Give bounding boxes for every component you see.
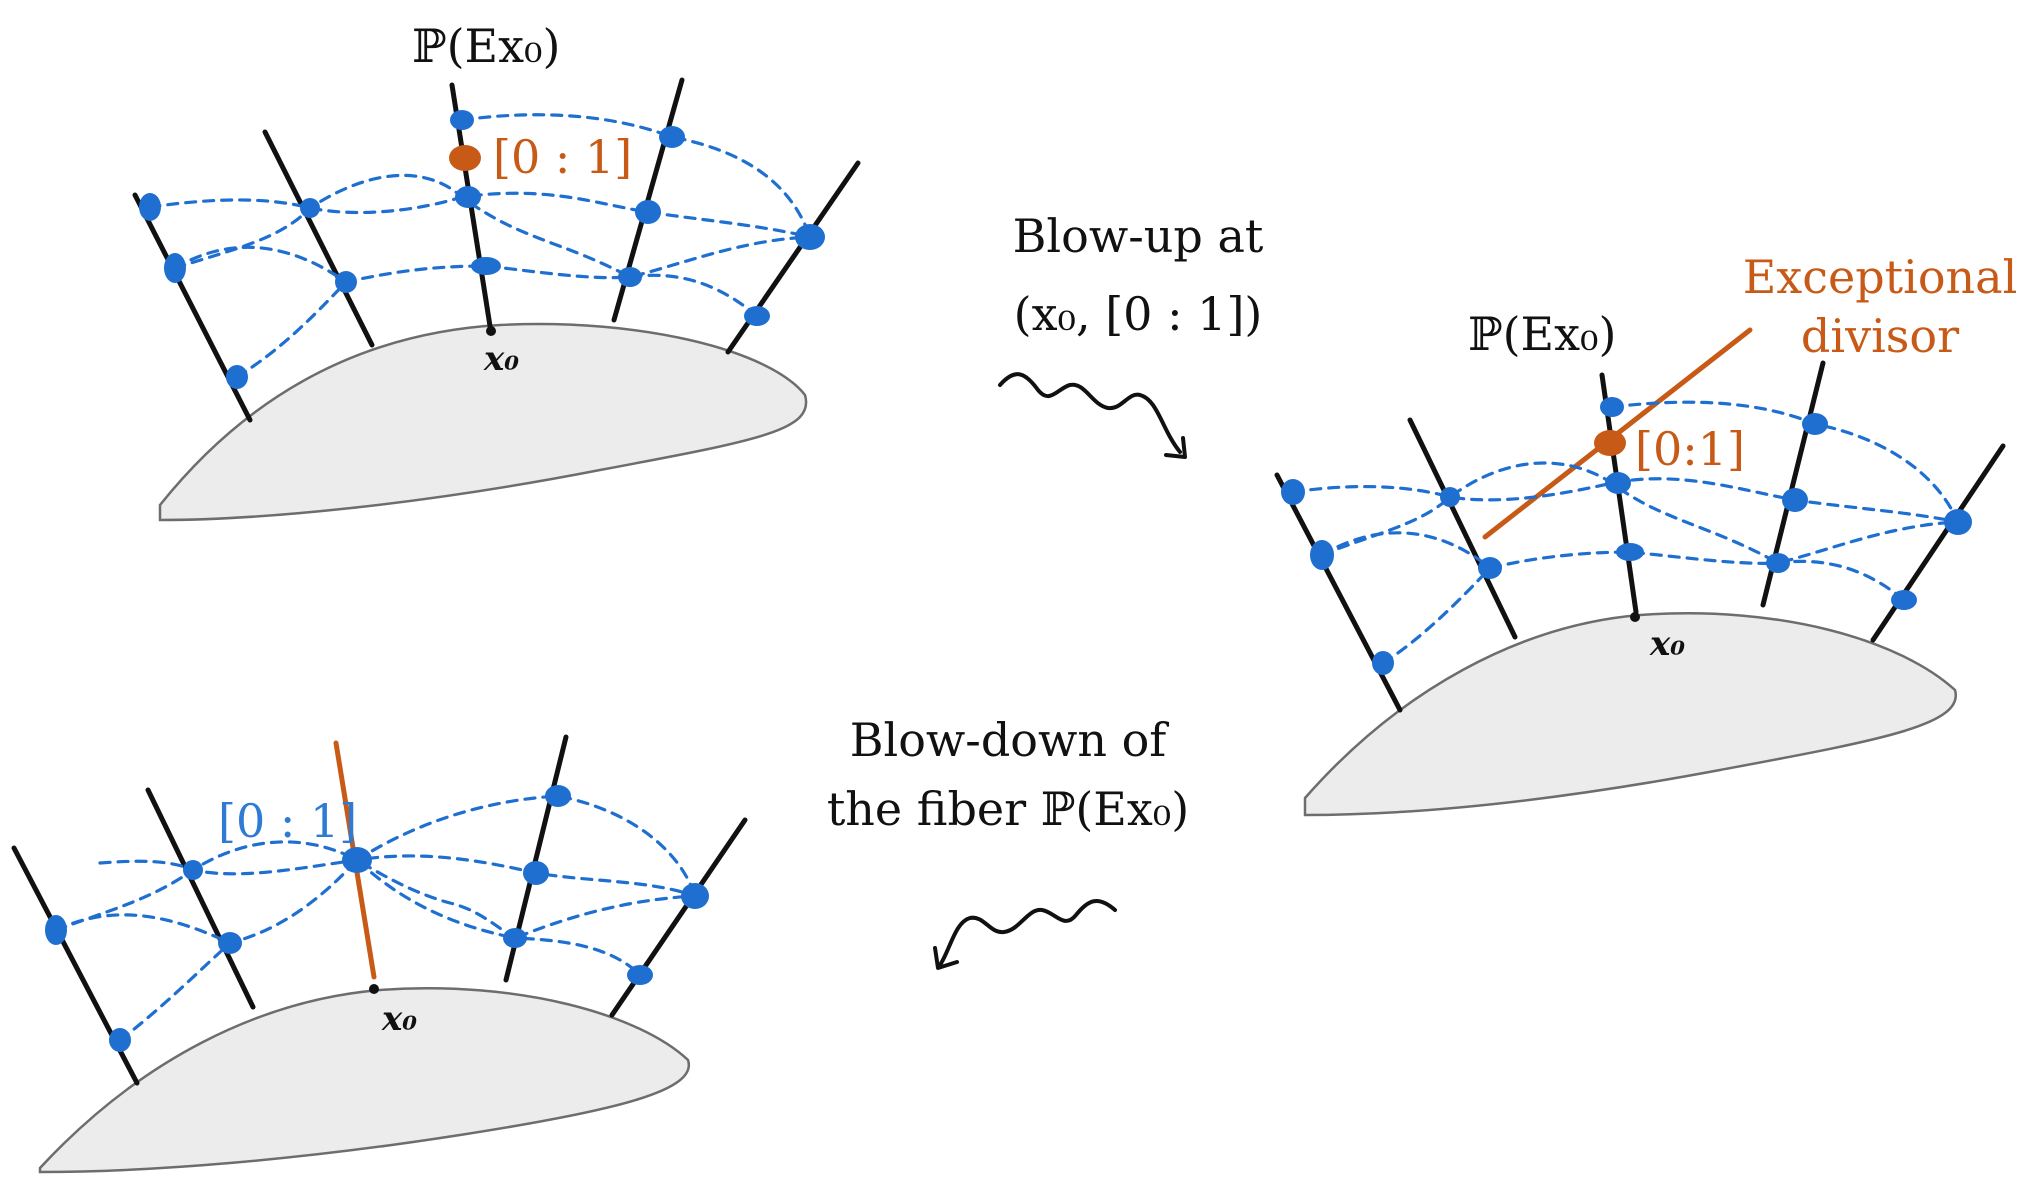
point-0-1-dot xyxy=(342,847,372,873)
point-0-1-dot xyxy=(1594,430,1626,456)
section-curve xyxy=(173,245,348,284)
section-dot xyxy=(109,1028,131,1052)
section-dot xyxy=(618,267,642,287)
section-dot xyxy=(164,253,186,283)
blow-down-arrow-icon xyxy=(938,899,1117,967)
section-curve xyxy=(235,264,759,379)
panel-blow-down: [0 : 1] x₀ xyxy=(11,734,748,1174)
fiber-line xyxy=(609,817,748,1018)
section-dot xyxy=(1478,557,1502,579)
point-label: [0 : 1] xyxy=(218,794,357,848)
section-dot xyxy=(1802,413,1828,435)
point-label: [0:1] xyxy=(1635,422,1745,476)
section-dot xyxy=(450,110,474,130)
section-curve xyxy=(1381,550,1906,665)
section-curve xyxy=(460,113,812,239)
section-dot xyxy=(471,257,501,275)
section-dot xyxy=(1372,651,1394,675)
section-dot xyxy=(45,915,67,945)
section-dot xyxy=(226,365,248,389)
blow-down-text-line1: Blow-down of xyxy=(850,713,1170,767)
fiber-label: ℙ(Ex₀) xyxy=(1468,307,1616,361)
point-0-1-dot xyxy=(449,145,481,171)
blow-up-text-line2: (x₀, [0 : 1]) xyxy=(1014,287,1263,341)
panel-original: ℙ(Ex₀) [0 : 1] x₀ xyxy=(132,19,861,522)
section-dot xyxy=(523,861,549,885)
section-dot xyxy=(1281,479,1305,505)
section-dot xyxy=(1600,397,1624,417)
blow-up-arrowhead-icon xyxy=(1164,436,1187,459)
section-dot xyxy=(627,965,653,985)
fiber-line xyxy=(1870,443,2006,643)
fiber-label: ℙ(Ex₀) xyxy=(412,19,560,73)
fiber-line xyxy=(262,129,375,348)
fiber-line xyxy=(1407,417,1518,640)
section-dot xyxy=(455,186,481,208)
section-dot xyxy=(635,200,661,224)
blow-down-arrowhead-icon xyxy=(933,946,959,970)
section-dot xyxy=(139,193,161,221)
panel-blow-up: ℙ(Ex₀) Exceptional divisor [0:1] x₀ xyxy=(1274,250,2018,817)
fiber-line xyxy=(145,787,256,1010)
section-dot xyxy=(1766,553,1790,573)
fiber-line xyxy=(725,160,861,355)
section-curve xyxy=(1291,477,1960,524)
section-curve xyxy=(355,794,697,898)
blow-down-caption: Blow-down of the fiber ℙ(Ex₀) xyxy=(827,713,1189,970)
section-dot xyxy=(1944,509,1972,535)
section-curve xyxy=(118,857,642,1042)
section-dot xyxy=(659,126,685,148)
section-dot xyxy=(218,932,242,954)
blow-up-text-line1: Blow-up at xyxy=(1013,209,1264,263)
base-surface xyxy=(158,322,808,522)
base-point-label: x₀ xyxy=(381,999,417,1039)
section-dot xyxy=(1605,472,1631,494)
section-dot xyxy=(503,928,527,948)
section-dot xyxy=(795,224,825,250)
base-point-x0 xyxy=(369,984,379,994)
section-dot xyxy=(1616,543,1644,561)
base-point-x0 xyxy=(1630,612,1640,622)
section-dot xyxy=(183,860,203,880)
section-curve xyxy=(1320,531,1492,570)
section-dot xyxy=(1310,540,1334,570)
base-point-x0 xyxy=(486,326,496,336)
section-dot xyxy=(335,271,357,293)
base-point-label: x₀ xyxy=(483,339,519,379)
base-surface xyxy=(1303,612,1958,817)
blow-up-caption: Blow-up at (x₀, [0 : 1]) xyxy=(998,209,1264,459)
exceptional-divisor-label-line2: divisor xyxy=(1801,309,1959,363)
base-point-label: x₀ xyxy=(1649,624,1685,664)
section-dot xyxy=(1440,487,1460,507)
section-dot xyxy=(545,785,571,807)
section-dot xyxy=(744,306,770,326)
section-curve xyxy=(54,913,232,945)
base-surface xyxy=(38,987,691,1174)
exceptional-divisor-label-line1: Exceptional xyxy=(1743,250,2018,304)
section-dot xyxy=(1782,488,1808,512)
section-dot xyxy=(681,883,709,909)
blow-up-arrow-icon xyxy=(998,372,1182,454)
point-label: [0 : 1] xyxy=(493,130,632,184)
section-dot xyxy=(1891,590,1917,610)
section-dot xyxy=(300,198,320,218)
blow-down-text-line2: the fiber ℙ(Ex₀) xyxy=(827,782,1189,836)
